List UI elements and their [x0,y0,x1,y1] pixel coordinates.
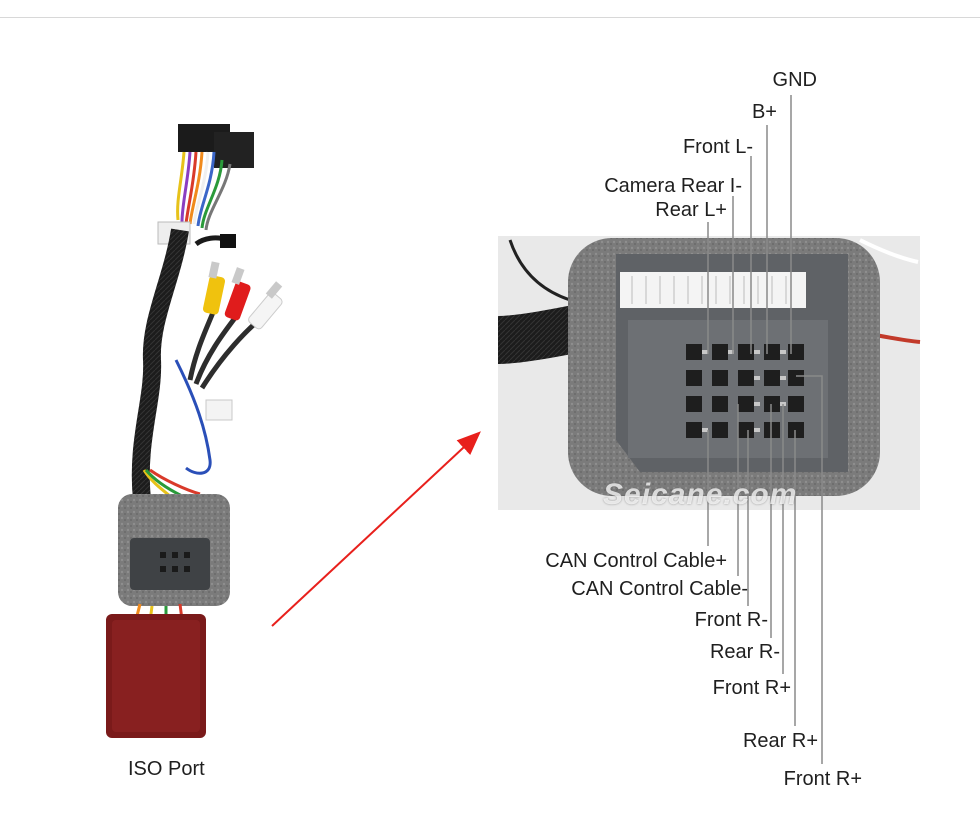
label-rear-r-minus: Rear R- [710,641,780,663]
blue-wire [174,359,212,475]
label-rear-l-plus: Rear L+ [655,199,727,221]
pointer-arrow [271,431,481,627]
label-front-r-plus-2: Front R+ [784,768,862,790]
top-iso-plug-secondary [214,132,254,168]
iso-port-caption: ISO Port [128,758,205,780]
leader-lines [707,95,823,764]
label-can-control-minus: CAN Control Cable- [571,578,748,600]
small-tag [205,399,233,421]
label-rear-r-plus: Rear R+ [743,730,818,752]
pin-labels: GND B+ Front L- Camera Rear I- Rear L+ C… [545,69,862,790]
rca-plugs [187,261,283,390]
aux-plug [220,234,236,248]
label-front-l-minus: Front L- [683,136,753,158]
label-front-r-minus: Front R- [695,609,768,631]
colored-wires [176,151,232,231]
braided-trunk [131,228,189,501]
closeup-metal-pins [702,350,786,432]
label-gnd: GND [773,69,817,91]
leader-front-r-plus-2 [796,375,823,764]
top-divider [0,17,980,18]
closeup-pin-cavities [686,344,804,438]
label-b-plus: B+ [752,101,777,123]
connector-pins [160,552,190,572]
lower-wires [142,468,201,498]
label-front-r-plus-1: Front R+ [713,677,791,699]
closeup-white-strip-ribs [631,276,787,304]
connector-face [130,538,210,590]
wire-harness-illustration [106,124,283,738]
closeup-white-strip [620,272,806,308]
label-can-control-plus: CAN Control Cable+ [545,550,727,572]
connector-closeup [497,236,921,510]
label-camera-rear-minus: Camera Rear I- [604,175,742,197]
watermark-logo: Seicane.com [603,478,798,511]
